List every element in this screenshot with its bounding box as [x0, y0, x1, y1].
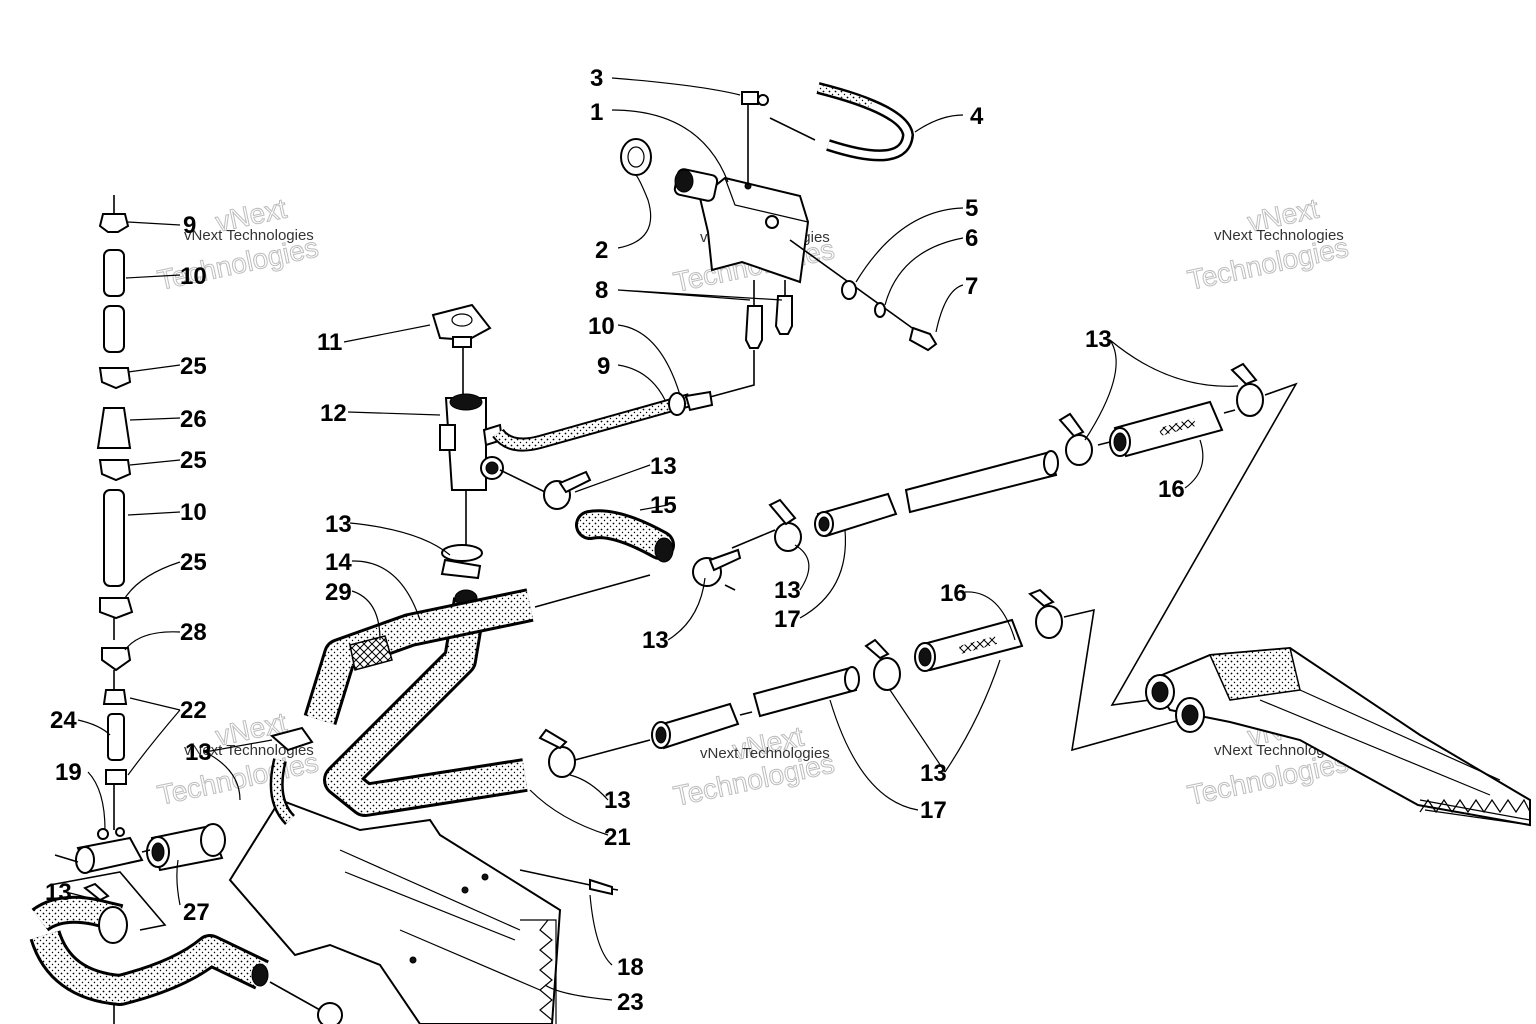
clamp-part-25b	[98, 459, 132, 482]
main-hoses	[29, 544, 534, 1024]
clamp-part-22b	[105, 769, 127, 785]
bracket-part	[698, 176, 810, 284]
label-28: 28	[180, 619, 207, 646]
reservoir-bracket-assembly	[620, 82, 938, 398]
label-9-left: 9	[183, 212, 196, 239]
hose-part-10-top	[103, 249, 125, 297]
valve-part-28	[101, 647, 132, 672]
radiator-body-23	[228, 798, 619, 1024]
radiator-body	[228, 798, 562, 1024]
hose-part-10-bottom	[103, 489, 125, 587]
label-17-upper: 17	[774, 606, 801, 633]
clamp-part-mid-left	[269, 726, 314, 752]
clamp-part-9	[668, 392, 686, 416]
label-13-upper-a: 13	[650, 453, 677, 480]
heat-exchanger-right	[1145, 646, 1531, 827]
label-19: 19	[55, 759, 82, 786]
watermark-company-4: vNext Technologies	[184, 742, 314, 759]
left-bleeder-stack	[96, 195, 134, 1024]
label-17-lower: 17	[920, 797, 947, 824]
label-13-tee: 13	[325, 511, 352, 538]
label-3: 3	[590, 65, 603, 92]
clamp-upper-13d	[1065, 434, 1093, 466]
label-16-lower: 16	[940, 580, 967, 607]
label-13-lower-far-left: 13	[45, 879, 72, 906]
radiator-cap-11	[431, 303, 492, 342]
bolt-part-7	[908, 326, 938, 352]
watermark-company-1: vNext Technologies	[184, 227, 314, 244]
clamp-part-25a	[98, 367, 132, 390]
pipe-part-lower	[752, 666, 858, 718]
label-8: 8	[595, 277, 608, 304]
label-13-lower-left: 13	[604, 787, 631, 814]
clamp-lower-13f	[548, 746, 576, 778]
fitting-part-8b	[774, 295, 793, 335]
label-13-left-mid: 13	[185, 739, 212, 766]
washer-part-6	[874, 302, 886, 318]
label-24: 24	[50, 707, 77, 734]
label-10-left-top: 10	[180, 263, 207, 290]
clamp-upper-13e	[1236, 383, 1264, 417]
hose-part-lower-left	[32, 930, 268, 1003]
clamp-lower-13g	[873, 657, 901, 691]
upper-hose-line	[499, 362, 1298, 707]
pipe-part-upper	[904, 450, 1058, 514]
label-10-mid: 10	[588, 313, 615, 340]
label-16-upper: 16	[1158, 476, 1185, 503]
clamp-part-9-left	[98, 213, 130, 233]
clamp-part-22a	[102, 689, 128, 705]
fitting-part-8a	[744, 305, 763, 349]
label-29: 29	[325, 579, 352, 606]
hose-part-24	[107, 713, 125, 761]
label-15: 15	[650, 492, 677, 519]
label-9-mid: 9	[597, 353, 610, 380]
clamp-part-13-tee	[440, 558, 482, 580]
bracket-port	[765, 215, 779, 229]
label-13-lower-right: 13	[920, 760, 947, 787]
label-12: 12	[320, 400, 347, 427]
label-26: 26	[180, 406, 207, 433]
rivet-part-18	[589, 878, 613, 896]
fitting-part-3	[741, 91, 759, 105]
clamp-part-25c	[99, 597, 134, 620]
clamp-lower-13h	[1035, 605, 1063, 639]
label-18: 18	[617, 954, 644, 981]
watermark-company-5: vNext Technologies	[700, 745, 830, 762]
label-2: 2	[595, 237, 608, 264]
cap-seal	[452, 336, 472, 348]
label-11: 11	[317, 329, 342, 356]
label-27: 27	[183, 899, 210, 926]
label-14: 14	[325, 549, 352, 576]
label-25-b: 25	[180, 447, 207, 474]
label-1: 1	[590, 99, 603, 126]
label-6: 6	[965, 225, 978, 252]
washer-part-5	[841, 280, 857, 300]
lower-hose-line	[534, 574, 1181, 778]
watermark-company-3: vNext Technologies	[1214, 227, 1344, 244]
callout-labels: 3 1 2 4 5 6 7 8 10 9 11 12 13 15 13 14 2…	[45, 65, 1185, 1016]
filler-neck-opening	[674, 169, 694, 193]
label-22: 22	[180, 697, 207, 724]
label-13-upper-mid: 13	[774, 577, 801, 604]
label-10-left-bottom: 10	[180, 499, 207, 526]
filter-part-26	[96, 407, 132, 449]
label-13-upper-right: 13	[1085, 326, 1112, 353]
filler-tee-assembly	[431, 303, 714, 548]
cap-part-2	[620, 138, 652, 176]
label-25-c: 25	[180, 549, 207, 576]
label-4: 4	[970, 103, 984, 130]
label-25-a: 25	[180, 353, 207, 380]
clamp-lower-left	[98, 906, 128, 944]
leader-lines	[69, 77, 1239, 1001]
label-5: 5	[965, 195, 978, 222]
hose-part-15	[578, 512, 672, 557]
label-21: 21	[604, 824, 631, 851]
hose-part-21	[326, 597, 528, 814]
label-13-upper-b: 13	[642, 627, 669, 654]
label-7: 7	[965, 273, 978, 300]
label-23: 23	[617, 989, 644, 1016]
